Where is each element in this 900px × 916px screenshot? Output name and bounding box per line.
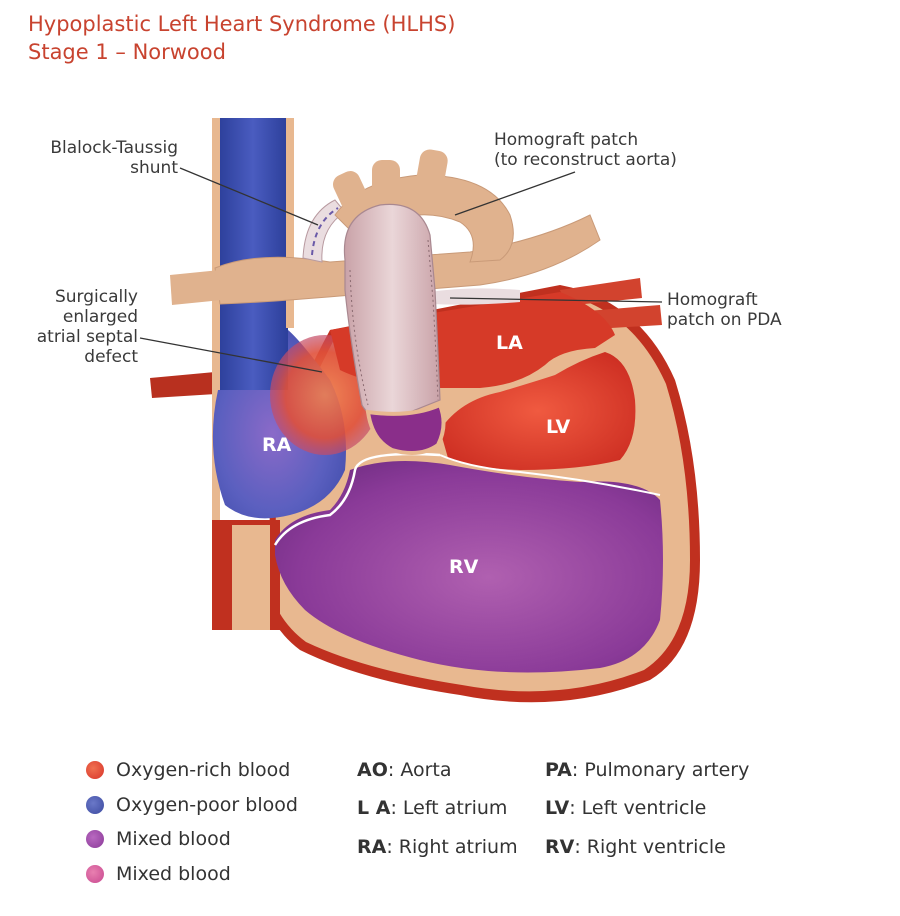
- callout-homograft-aorta-line-2: (to reconstruct aorta): [494, 150, 677, 170]
- ivc-inner: [232, 525, 270, 630]
- callout-bt-shunt: Blalock-Taussig shunt: [30, 138, 178, 178]
- callout-asd-line-2: enlarged: [62, 307, 138, 327]
- abbr-pa: PA: Pulmonary artery: [545, 759, 750, 781]
- legend-item-mixed-1: Mixed blood: [86, 828, 231, 850]
- abbr-pa-key: PA: [545, 759, 572, 781]
- callout-homograft-pda-line-1: Homograft: [667, 290, 758, 310]
- label-lv: LV: [546, 416, 571, 438]
- abbr-la-text: Left atrium: [402, 797, 508, 819]
- abbr-pa-text: Pulmonary artery: [584, 759, 750, 781]
- svc-wall-left: [212, 118, 220, 528]
- bt-shunt: [302, 199, 346, 263]
- neo-aorta: [343, 203, 441, 419]
- abbr-rv-text: Right ventricle: [586, 836, 726, 858]
- neo-aorta-suture-2: [427, 239, 439, 401]
- abbr-lv-key: LV: [545, 797, 570, 819]
- neo-aorta-suture: [349, 269, 369, 406]
- pa-branch-left: [170, 270, 222, 305]
- abbr-ao-text: Aorta: [400, 759, 452, 781]
- abbr-la: L A: Left atrium: [357, 797, 508, 819]
- legend-label-mixed-2: Mixed blood: [116, 863, 231, 885]
- abbr-ra-text: Right atrium: [398, 836, 518, 858]
- title-line-1: Hypoplastic Left Heart Syndrome (HLHS): [28, 12, 456, 36]
- bt-shunt-dash: [311, 207, 339, 256]
- head-vessel-2: [372, 160, 400, 200]
- septum-line-2: [439, 454, 661, 496]
- head-vessel-1: [332, 171, 369, 213]
- label-rv: RV: [449, 556, 479, 578]
- pulmonary-vein-left: [150, 372, 216, 398]
- label-ra: RA: [262, 434, 292, 456]
- legend-label-oxygen-rich: Oxygen-rich blood: [116, 759, 291, 781]
- legend-item-mixed-2: Mixed blood: [86, 863, 231, 885]
- legend-item-oxygen-poor: Oxygen-poor blood: [86, 794, 298, 816]
- right-ventricle: [275, 461, 663, 673]
- legend-dot-mixed-1: [86, 830, 104, 848]
- callout-bt-shunt-line-1: Blalock-Taussig: [50, 138, 178, 158]
- legend-label-oxygen-poor: Oxygen-poor blood: [116, 794, 298, 816]
- callout-asd-line-3: atrial septal: [36, 327, 138, 347]
- left-ventricle: [440, 352, 636, 470]
- callout-homograft-pda-line-2: patch on PDA: [667, 310, 782, 330]
- callout-bt-shunt-line-2: shunt: [130, 158, 178, 178]
- callout-homograft-aorta-line-1: Homograft patch: [494, 130, 639, 150]
- abbr-la-key: L A: [357, 797, 391, 819]
- homograft-pda-patch: [430, 288, 520, 305]
- abbr-lv-text: Left ventricle: [581, 797, 707, 819]
- diagram-title: Hypoplastic Left Heart Syndrome (HLHS) S…: [28, 10, 455, 66]
- label-la: LA: [496, 332, 523, 354]
- title-line-2: Stage 1 – Norwood: [28, 40, 226, 64]
- callout-asd-line-1: Surgically: [54, 287, 138, 307]
- abbr-ao-key: AO: [357, 759, 388, 781]
- abbr-rv-key: RV: [545, 836, 575, 858]
- legend-dot-oxygen-rich: [86, 761, 104, 779]
- callout-asd-line-4: defect: [84, 347, 138, 367]
- legend-item-oxygen-rich: Oxygen-rich blood: [86, 759, 290, 781]
- abbr-ao: AO: Aorta: [357, 759, 452, 781]
- callout-homograft-aorta: Homograft patch (to reconstruct aorta): [494, 130, 677, 170]
- legend-dot-mixed-2: [86, 865, 104, 883]
- abbr-ra: RA: Right atrium: [357, 836, 518, 858]
- septum-line: [273, 452, 441, 546]
- legend-dot-oxygen-poor: [86, 796, 104, 814]
- abbr-ra-key: RA: [357, 836, 387, 858]
- callout-asd: Surgically enlarged atrial septal defect: [20, 287, 138, 367]
- abbr-rv: RV: Right ventricle: [545, 836, 726, 858]
- callout-homograft-pda: Homograft patch on PDA: [667, 290, 782, 330]
- head-vessel-3: [416, 149, 448, 191]
- aortic-root: [365, 402, 446, 456]
- abbr-lv: LV: Left ventricle: [545, 797, 707, 819]
- legend-label-mixed-1: Mixed blood: [116, 828, 231, 850]
